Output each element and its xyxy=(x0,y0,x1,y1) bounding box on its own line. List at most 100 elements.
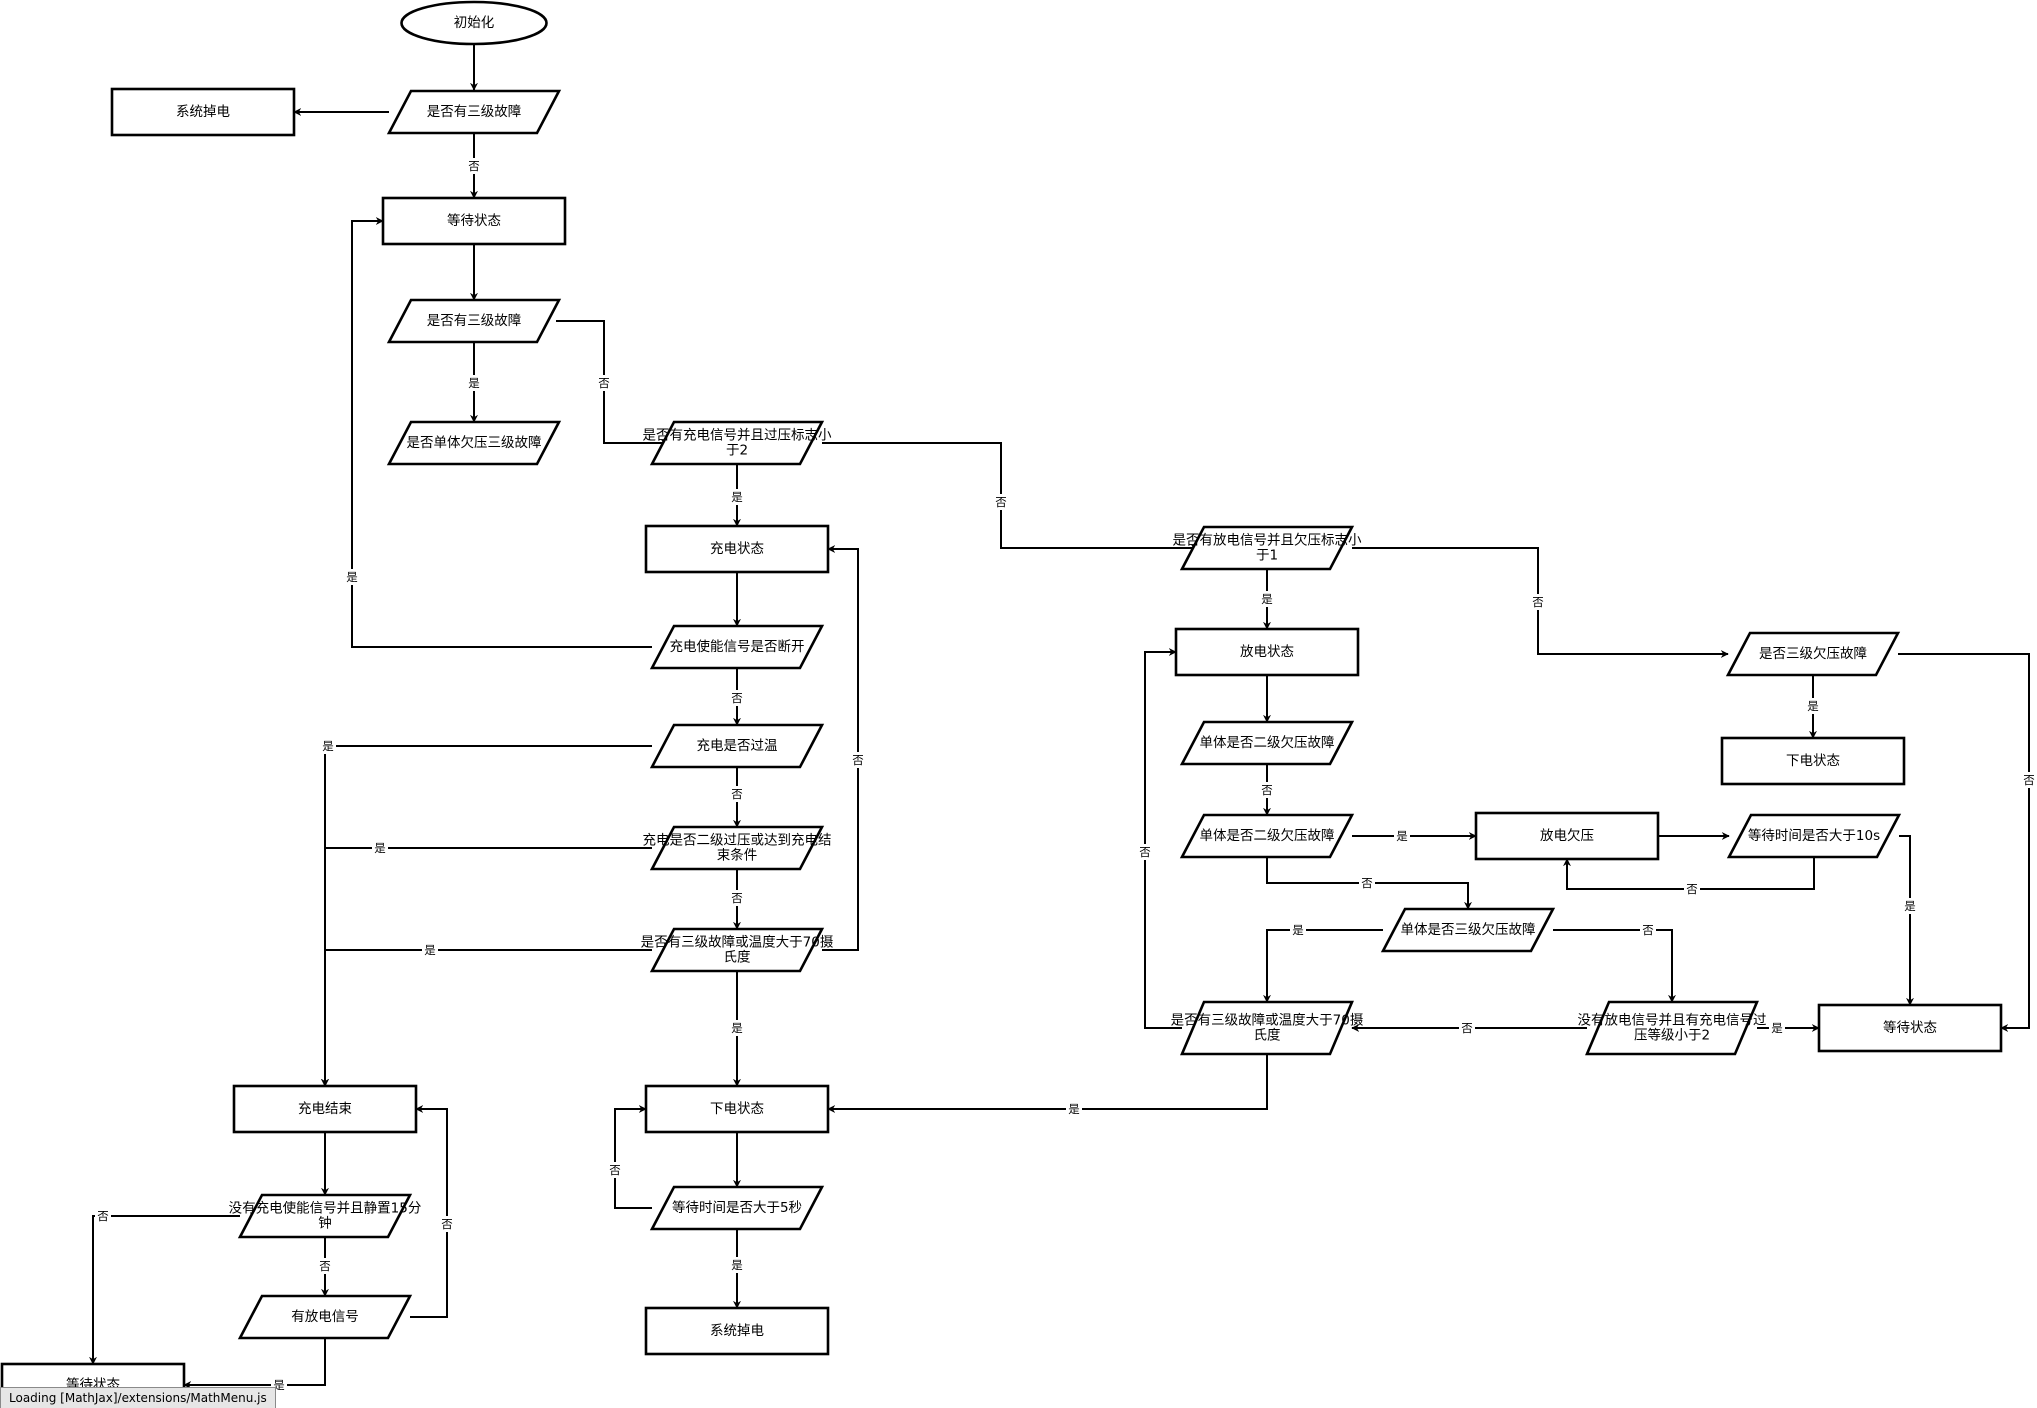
svg-text:否: 否 xyxy=(1139,845,1151,859)
node-d_cell_uv2a: 单体是否二级欠压故障 xyxy=(1179,720,1355,766)
node-wait_3: 等待状态 xyxy=(1817,1003,2003,1053)
edge-label-e8: 否 xyxy=(993,494,1009,510)
svg-text:否: 否 xyxy=(2023,773,2035,787)
svg-text:钟: 钟 xyxy=(318,1215,332,1232)
edge-label-e30: 否 xyxy=(1259,782,1275,798)
svg-text:否: 否 xyxy=(598,376,610,390)
svg-text:初始化: 初始化 xyxy=(454,14,495,31)
edge-label-e32: 否 xyxy=(1359,875,1375,891)
svg-text:是: 是 xyxy=(468,376,480,390)
edge-label-e17: 否 xyxy=(850,752,866,768)
svg-text:是: 是 xyxy=(1292,923,1304,937)
svg-text:否: 否 xyxy=(97,1209,109,1223)
node-sys_off_1: 系统掉电 xyxy=(110,87,296,137)
svg-text:是: 是 xyxy=(1261,592,1273,606)
edge-label-e18: 是 xyxy=(729,1020,745,1036)
svg-text:束条件: 束条件 xyxy=(717,847,758,864)
svg-text:否: 否 xyxy=(1642,923,1654,937)
node-d_l3_2: 是否有三级故障 xyxy=(386,298,562,344)
edge-label-e5: 是 xyxy=(466,375,482,391)
svg-text:否: 否 xyxy=(441,1217,453,1231)
edge-label-e31: 是 xyxy=(1394,828,1410,844)
svg-text:于1: 于1 xyxy=(1256,548,1278,564)
edge-d_l3_uv-to-wait_3 xyxy=(1898,653,2030,1032)
node-d_charge_en: 充电使能信号是否断开 xyxy=(649,624,825,670)
edge-labels-layer: 否是否是否是否是否是否是否是否否否是否是是否否是否否是是否否是否是是否 xyxy=(95,158,2037,1393)
svg-text:单体是否三级欠压故障: 单体是否三级欠压故障 xyxy=(1401,922,1536,938)
edge-label-e43: 否 xyxy=(2021,772,2037,788)
svg-text:否: 否 xyxy=(319,1259,331,1273)
node-d_l3_1: 是否有三级故障 xyxy=(386,89,562,135)
svg-text:等待状态: 等待状态 xyxy=(447,212,501,229)
svg-text:是: 是 xyxy=(346,570,358,584)
svg-text:充电使能信号是否断开: 充电使能信号是否断开 xyxy=(670,638,805,655)
svg-text:是否有三级故障或温度大于70摄: 是否有三级故障或温度大于70摄 xyxy=(1171,1013,1364,1029)
edge-label-e12: 是 xyxy=(320,738,336,754)
node-charge_state: 充电状态 xyxy=(644,524,830,574)
svg-text:否: 否 xyxy=(1361,876,1373,890)
svg-text:是否有三级故障: 是否有三级故障 xyxy=(427,104,522,120)
svg-text:系统掉电: 系统掉电 xyxy=(176,104,230,120)
edge-d_has_dis-to-charge_end xyxy=(410,1105,448,1318)
edge-d_charge_l3t-to-charge_end xyxy=(321,949,652,1087)
svg-text:压等级小于2: 压等级小于2 xyxy=(1634,1027,1710,1044)
svg-text:等待状态: 等待状态 xyxy=(1883,1019,1937,1036)
node-d_wait_5s: 等待时间是否大于5秒 xyxy=(649,1185,825,1231)
svg-text:是: 是 xyxy=(731,1258,743,1272)
svg-text:是: 是 xyxy=(731,490,743,504)
edge-label-e14: 是 xyxy=(372,840,388,856)
svg-text:是: 是 xyxy=(273,1378,285,1392)
svg-text:是否有放电信号并且欠压标志小: 是否有放电信号并且欠压标志小 xyxy=(1173,533,1362,549)
svg-text:充电是否过温: 充电是否过温 xyxy=(697,738,778,754)
svg-text:有放电信号: 有放电信号 xyxy=(291,1309,359,1325)
svg-text:是: 是 xyxy=(1807,699,1819,713)
edge-label-e20: 否 xyxy=(95,1208,111,1224)
svg-text:没有放电信号并且有充电信号过: 没有放电信号并且有充电信号过 xyxy=(1578,1013,1767,1029)
node-dis_state: 放电状态 xyxy=(1174,627,1360,677)
svg-text:等待时间是否大于10s: 等待时间是否大于10s xyxy=(1748,827,1880,844)
svg-text:是否三级欠压故障: 是否三级欠压故障 xyxy=(1759,646,1867,662)
svg-text:氏度: 氏度 xyxy=(724,950,751,966)
svg-text:是: 是 xyxy=(731,1021,743,1035)
svg-text:氏度: 氏度 xyxy=(1254,1028,1281,1044)
svg-text:是: 是 xyxy=(1904,899,1916,913)
svg-text:是否有三级故障或温度大于70摄: 是否有三级故障或温度大于70摄 xyxy=(641,935,834,951)
svg-text:是: 是 xyxy=(424,943,436,957)
edge-label-e13: 否 xyxy=(729,786,745,802)
edge-d_wait_10s-to-wait_3 xyxy=(1899,835,1914,1006)
edge-d_dis_l3t-to-dis_state xyxy=(1144,648,1182,1029)
node-sys_off_2: 系统掉电 xyxy=(644,1306,830,1356)
node-d_charge_ot: 充电是否过温 xyxy=(649,723,825,769)
svg-text:否: 否 xyxy=(731,691,743,705)
edge-label-e41: 是 xyxy=(1066,1101,1082,1117)
edge-label-e38: 否 xyxy=(1459,1020,1475,1036)
node-d_cell_uv3: 是否单体欠压三级故障 xyxy=(386,420,562,466)
node-power_down: 下电状态 xyxy=(644,1084,830,1134)
svg-text:是: 是 xyxy=(1068,1102,1080,1116)
edge-d_dis_l3t-to-power_down xyxy=(827,1054,1268,1113)
svg-text:是: 是 xyxy=(1771,1021,1783,1035)
edge-label-e28: 否 xyxy=(1530,594,1546,610)
edge-label-e25: 否 xyxy=(607,1162,623,1178)
svg-text:否: 否 xyxy=(852,753,864,767)
edge-d_charge_en-to-wait_1 xyxy=(351,217,652,648)
node-d_wait_10s: 等待时间是否大于10s xyxy=(1726,813,1902,859)
svg-text:放电状态: 放电状态 xyxy=(1240,644,1294,660)
edge-label-e7: 是 xyxy=(729,489,745,505)
svg-text:否: 否 xyxy=(731,787,743,801)
svg-text:否: 否 xyxy=(1686,882,1698,896)
status-bar: Loading [MathJax]/extensions/MathMenu.js xyxy=(0,1387,276,1408)
edge-label-e15: 否 xyxy=(729,890,745,906)
svg-text:充电是否二级过压或达到充电结: 充电是否二级过压或达到充电结 xyxy=(643,833,832,849)
svg-text:充电状态: 充电状态 xyxy=(710,541,764,557)
edge-label-e35: 是 xyxy=(1902,898,1918,914)
svg-text:于2: 于2 xyxy=(726,443,748,459)
edge-label-e10: 是 xyxy=(344,569,360,585)
edge-label-e34: 否 xyxy=(1684,881,1700,897)
